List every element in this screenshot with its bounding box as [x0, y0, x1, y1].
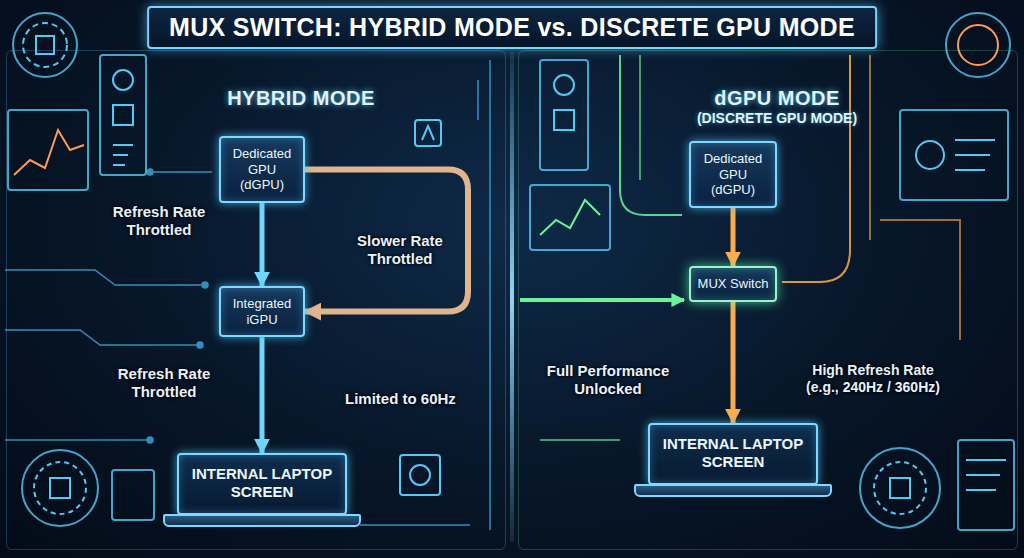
diagram-title: MUX SWITCH: HYBRID MODE vs. DISCRETE GPU… [147, 6, 877, 49]
node-text: MUX Switch [697, 276, 769, 292]
annotation-label: Refresh Rate Throttled [108, 365, 220, 401]
node-text: INTERNAL LAPTOP SCREEN [658, 435, 808, 471]
panel-heading: HYBRID MODE [191, 86, 411, 110]
signal-arrow [731, 302, 736, 423]
right-traces [520, 55, 960, 440]
node-text: Integrated iGPU [227, 296, 297, 327]
annotation-label: Full Performance Unlocked [538, 362, 678, 398]
panel-divider [510, 52, 514, 542]
node-text: Dedicated GPU (dGPU) [227, 146, 297, 193]
edge-label: Slower Rate Throttled [345, 232, 455, 268]
signal-arrow [260, 337, 265, 453]
left-icons [8, 13, 441, 526]
laptop-screen: INTERNAL LAPTOP SCREEN [177, 453, 347, 515]
panel-title: dGPU MODE [667, 86, 887, 110]
mux-switch: MUX Switch [689, 266, 777, 302]
mode-panel: dGPU MODE(DISCRETE GPU MODE) Dedicated GP… [518, 50, 1018, 550]
gpu-chip: Dedicated GPU (dGPU) [689, 141, 777, 208]
annotation-label: Refresh Rate Throttled [103, 203, 215, 239]
gpu-chip: Integrated iGPU [219, 286, 305, 337]
gpu-chip: Dedicated GPU (dGPU) [219, 136, 305, 203]
annotation-label: Limited to 60Hz [345, 390, 456, 408]
annotation-label: High Refresh Rate (e.g., 240Hz / 360Hz) [798, 362, 948, 396]
node-text: Dedicated GPU (dGPU) [697, 151, 769, 198]
signal-arrow [305, 169, 468, 311]
panel-title: (DISCRETE GPU MODE) [667, 110, 887, 128]
panel-title: HYBRID MODE [191, 86, 411, 110]
mode-panel: HYBRID MODE Dedicated GPU (dGPU) Integrate… [6, 50, 506, 550]
panel-heading: dGPU MODE(DISCRETE GPU MODE) [667, 86, 887, 128]
signal-arrow [260, 203, 265, 286]
right-icons [530, 13, 1014, 530]
signal-arrow [731, 208, 736, 266]
left-traces [5, 60, 490, 530]
laptop-screen: INTERNAL LAPTOP SCREEN [648, 423, 818, 485]
node-text: INTERNAL LAPTOP SCREEN [187, 465, 337, 501]
